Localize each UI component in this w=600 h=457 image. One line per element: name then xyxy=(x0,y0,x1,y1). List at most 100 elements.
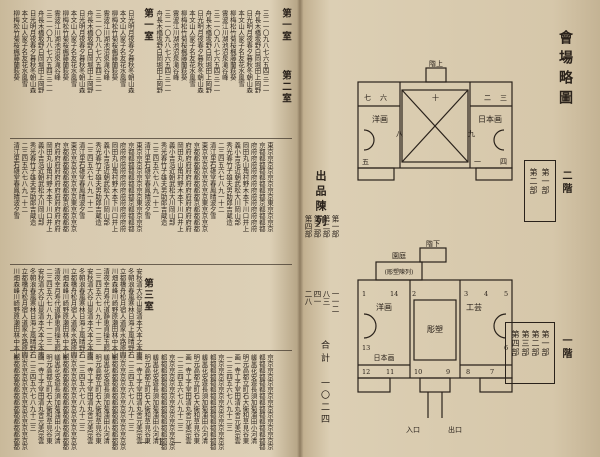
listing-column: 東京京京京京京京京東京京京京 xyxy=(266,142,274,232)
listing-column: 雲波江川湖池沼泉滝谷峰 xyxy=(171,10,180,81)
listing-column: 立都橋舟松月宿人道家水路原門 xyxy=(69,268,78,358)
lower-room-japanese: 日本画 xyxy=(374,353,395,362)
listing-column: 三二一〇九八七六五四三二一 xyxy=(44,10,53,94)
listing-column: 日光明月夜春夕暮秋冬朝山森 xyxy=(28,10,37,94)
listing-column: 日光明月夜春夕暮秋冬朝山森 xyxy=(196,10,205,94)
upper-room-9: 九 xyxy=(468,129,475,138)
exhibit-line: 第二部 xyxy=(322,215,331,238)
listing-column: 二三四五六七八九十一二三 xyxy=(44,268,53,345)
listing-column: 嵯黒花安遊長須加菊浦田小河清 xyxy=(53,354,62,444)
room-header-1: 第一室 xyxy=(280,8,291,43)
listing-column: 冬朝浪春嵐寒林日海上風晴野石 xyxy=(28,268,37,358)
lower-legend-1: 第一部 xyxy=(541,330,550,357)
upper-room-4: 四 xyxy=(500,158,507,166)
listing-column: 都都都都都都都都都都都都都都都 xyxy=(159,354,168,450)
room-header-b: 第一室 xyxy=(142,8,153,43)
lower-exit-label: 出口 xyxy=(448,425,462,434)
upper-legend-2: 第二部 xyxy=(529,168,538,195)
listing-column: 画一寺工子堂田清丸舎元美宗雲 xyxy=(135,354,143,444)
listing-column: 雲波江川湖池沼泉滝谷峰 xyxy=(220,10,229,81)
lower-legend-3: 第三部 xyxy=(521,330,530,357)
listing-column: 雲波江川湖池沼泉滝谷峰 xyxy=(102,10,111,81)
listing-column: 嵯黒花安遊長須加菊浦田小河清 xyxy=(249,354,258,444)
listing-column: 嵯黒花安遊長須加菊浦田小河清 xyxy=(102,354,111,444)
exhibit-total-label: 合計 xyxy=(319,340,329,366)
listing-column: 日光明月夜春夕暮秋冬朝山森 xyxy=(245,10,254,94)
listing-column: 都都都都都都都都都都都都都都都 xyxy=(61,354,70,450)
listing-column: 府府府府府府府府府府府府府府 xyxy=(249,142,258,232)
listing-column: 京都都都都都都都都京都都都都 xyxy=(61,142,70,232)
listing-column: 二三四五六七八九十一二三 xyxy=(94,268,103,345)
listing-block-2: 東京京京京京京京京東京京京京 京都都都都都都都都京都都都都 府府府府府府府府府府… xyxy=(12,142,274,232)
listing-column: 柳梅松竹菊桜楓藤蘭萩葵 xyxy=(110,10,119,81)
listing-column: 本文山人家子名友花水風雪 xyxy=(237,10,246,87)
upper-room-japanese: 日本画 xyxy=(478,114,502,124)
listing-block-3: 安秋清大谷山景清本大本之本雨 冬朝浪春嵐寒林日海上風晴野石 立都橋舟松月宿人道家… xyxy=(12,268,143,358)
listing-column: 清夜幸月寿代道静恵貞操玉照 xyxy=(102,268,111,352)
listing-column: 二三四五六七八九一十二 xyxy=(216,142,225,213)
lower-legend-4: 第四部 xyxy=(511,330,520,357)
listing-column: 立都橋舟松月宿人道家水路原門 xyxy=(20,268,29,358)
listing-column: 東京京京京京京京京東京京京京 xyxy=(69,142,78,232)
listing-block-4: 京京京京京京京京京京京京京京京 都都都都都都都都都都都都都都都 嵯黒花安遊長須加… xyxy=(12,354,274,450)
listing-column: 京京京京京京京京京京京京京京京 xyxy=(20,354,29,450)
listing-column: 岡田丸山角村野木本下川口井上 xyxy=(241,142,250,232)
exhibit-title: 出品陳列 xyxy=(314,170,327,230)
lower-floor-plan: 階下 園庭 (彫塑陳列) 洋画 彫塑 工芸 日本画 13 12 11 10 9 … xyxy=(357,240,513,434)
exhibit-count: 一一二 xyxy=(331,290,340,313)
listing-column: 舟長木橋坂野白岡堀田上岡野 xyxy=(204,10,213,94)
listing-column: 一二三四五六七八九十二三 xyxy=(175,354,184,431)
listing-column: 清夜幸月寿代道静恵貞操玉照 xyxy=(53,268,62,352)
listing-column: 秀光春竹子雄夫男助郎吉蔵造 xyxy=(159,142,168,226)
listing-column: 府府府府府府府府府府府府府府 xyxy=(53,142,62,232)
exhibit-line: 第三部 xyxy=(313,215,322,238)
listing-column: 画一寺工子堂田清丸舎元美宗雲 xyxy=(85,354,94,444)
listing-column: 三二一〇九八七六五四三二一 xyxy=(163,10,172,94)
exhibit-total: 一〇二四 xyxy=(319,378,329,426)
lower-room-2: 2 xyxy=(412,290,416,298)
listing-column: 都都都都都都都都都都都都都都都 xyxy=(110,354,119,450)
listing-column: 舟長木橋坂野白岡堀田上岡野 xyxy=(36,10,45,94)
section-rule xyxy=(10,138,292,139)
listing-column: 本文山人家子名友花水風雪 xyxy=(187,10,196,87)
listing-column: 柳梅松竹菊桜楓藤蘭萩葵 xyxy=(228,10,237,81)
listing-column: 画一寺工子堂田清丸舎元美宗雲 xyxy=(233,354,242,444)
lower-room-4: 4 xyxy=(484,290,488,298)
listing-column: 都都都都都都都都都都都都都都都 xyxy=(257,354,266,450)
lower-annex-label: 園庭 xyxy=(392,251,406,260)
listing-column: 一二三四五六七八九十二三 xyxy=(77,354,86,431)
listing-column: 義小吉浩近朝武松大川岡山部 xyxy=(233,142,242,226)
listing-column: 京京京京京京京京京京京京京京京 xyxy=(216,354,225,450)
lower-room-1: 1 xyxy=(362,290,366,298)
left-page: 第一室 第二室 第一室 第三室 三二一〇九八七六五四三二一 舟長木橋坂野白岡堀田… xyxy=(10,8,292,450)
listing-column: 雲波江川湖池沼泉滝谷峰 xyxy=(53,10,62,81)
lower-room-5: 5 xyxy=(504,290,508,298)
listing-column: 安秋清大谷山景清本大本之本雨 xyxy=(36,268,45,358)
lower-floor-label: 一階 xyxy=(560,335,571,361)
listing-column: 川畑森峰川崎野原瀬田林中本山 xyxy=(12,268,21,358)
lower-room-8: 8 xyxy=(466,368,470,376)
listing-block-1: 三二一〇九八七六五四三二一 舟長木橋坂野白岡堀田上岡野 日光明月夜春夕暮秋冬朝山… xyxy=(155,10,269,94)
exhibit-line: 第一部 xyxy=(331,215,340,238)
lower-room-3: 3 xyxy=(464,290,468,298)
upper-room-western: 洋画 xyxy=(372,114,388,124)
listing-column: 川畑森峰川崎野原瀬田林中本山 xyxy=(110,268,119,358)
listing-column: 画一寺工子堂田清丸舎元美宗雲 xyxy=(36,354,45,444)
listing-column: 二三四五六七八九一十二 xyxy=(85,142,94,213)
lower-room-14: 14 xyxy=(390,290,398,298)
listing-column: 柳梅松竹菊桜楓藤蘭萩葵 xyxy=(61,10,70,81)
listing-column: 府府府府府府府府府府府府府府 xyxy=(184,142,193,232)
listing-column: 立都橋舟松月宿人道家水路原門 xyxy=(118,268,127,358)
listing-column: 一二三四五六七八九十二三 xyxy=(225,354,234,431)
listing-column: 冬朝浪春嵐寒林日海上風晴野石 xyxy=(126,268,135,358)
page-number: — 1 — xyxy=(140,438,185,448)
upper-room-5: 五 xyxy=(362,158,369,166)
listing-column: 冬朝浪春嵐寒林日海上風晴野石 xyxy=(77,268,86,358)
listing-column: 都都都都都都都都都都都都都都都 xyxy=(12,354,21,450)
lower-room-sculpture: 彫塑 xyxy=(427,325,443,334)
lower-room-7: 7 xyxy=(490,368,494,376)
listing-column: 府府府府府府府府府府府府府府 xyxy=(118,142,127,232)
listing-column: 岡田丸山角村野木本下川口井上 xyxy=(44,142,53,232)
listing-column: 明元高都立町石大衛和草見谷東 xyxy=(192,354,201,444)
listing-column: 東京京京京京京京京東京京京京 xyxy=(135,142,143,232)
